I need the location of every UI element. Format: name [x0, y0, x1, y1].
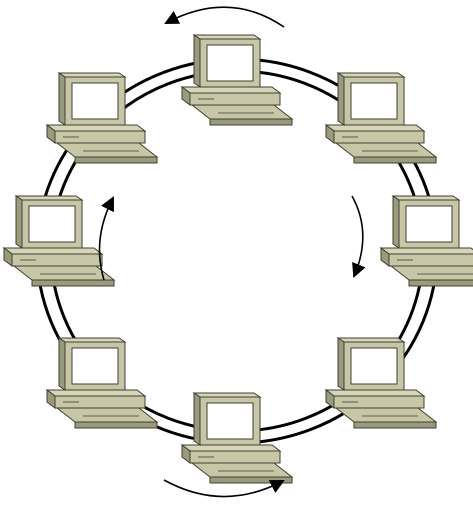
computer-icon-top-left: [46, 72, 158, 164]
computer-icon-top: [181, 34, 293, 126]
arrow-left: [98, 196, 114, 281]
arrow-top: [164, 6, 285, 28]
computer-icon-right: [380, 195, 473, 287]
computer-icon-top-right: [325, 72, 437, 164]
computer-icon-bottom-left: [46, 337, 158, 429]
arrow-bottom: [163, 479, 285, 498]
arrow-right: [351, 195, 366, 279]
computer-icon-left: [3, 195, 115, 287]
